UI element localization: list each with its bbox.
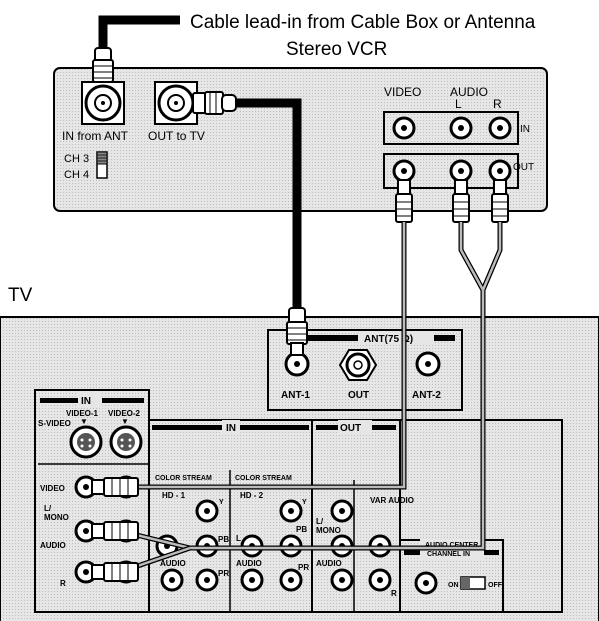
vcr-ch4-label: CH 4	[64, 169, 89, 181]
tv-off-label: OFF	[488, 582, 503, 589]
vcr-in-label: IN	[520, 124, 530, 135]
vcr-out-coax-plug	[192, 91, 237, 115]
tv-ant1-jack[interactable]	[284, 351, 310, 377]
tv-audio-r-rca-plug	[91, 562, 139, 582]
tv-ant2-label: ANT-2	[412, 390, 441, 401]
tv-hd1-y-label: Y	[219, 499, 224, 506]
tv-var-audio-r-jack[interactable]	[368, 568, 392, 592]
tv-out-video-jack[interactable]	[330, 499, 354, 523]
tv-svideo2-jack[interactable]	[109, 425, 143, 459]
tv-color-stream-label-1: COLOR STREAM	[155, 475, 212, 482]
tv-var-audio-label: VAR AUDIO	[370, 496, 414, 505]
tv-component-in-header: IN	[226, 423, 236, 434]
tv-title: TV	[8, 285, 33, 306]
tv-svideo-label: S-VIDEO	[38, 419, 71, 428]
tv-video1-label: VIDEO-1	[66, 409, 99, 418]
vcr-audio-r-label: R	[493, 97, 502, 111]
vcr-video-out-jack[interactable]	[392, 159, 416, 183]
tv-hd1-y-jack[interactable]	[195, 499, 219, 523]
tv-audio-l-rca-plug	[91, 521, 139, 541]
tv-on-label: ON	[448, 582, 459, 589]
tv-out-header: OUT	[340, 423, 361, 434]
video-cable	[138, 222, 406, 489]
tv-ant2-jack[interactable]	[415, 351, 441, 377]
vcr-channel-switch[interactable]	[96, 151, 108, 179]
tv-hd2-pr-jack[interactable]	[279, 568, 303, 592]
tv-hd2-y-label: Y	[302, 499, 307, 506]
vcr-video-rca-plug	[395, 179, 413, 223]
vcr-ch3-label: CH 3	[64, 153, 89, 165]
vcr-in-from-ant-jack[interactable]	[81, 81, 125, 125]
tv-audio-center-jack[interactable]	[414, 571, 438, 595]
tv-video-in-label: VIDEO	[40, 484, 65, 493]
vcr-audio-l-in-jack[interactable]	[449, 116, 473, 140]
svg-text:▼: ▼	[80, 417, 88, 426]
tv-hd2-pb-label: PB	[296, 525, 307, 534]
tv-hd1-audio-label: AUDIO	[160, 559, 186, 568]
tv-ant1-coax-plug	[286, 307, 308, 356]
vcr-audio-r-out-jack[interactable]	[488, 159, 512, 183]
tv-hd2-l-label: L	[236, 534, 241, 543]
tv-hd1-pr-jack[interactable]	[195, 568, 219, 592]
tv-var-r-label: R	[391, 589, 397, 598]
tv-ant-out-label: OUT	[348, 390, 369, 401]
vcr-audio-l-label: L	[455, 97, 462, 111]
vcr-out-label: OUT	[513, 162, 534, 173]
tv-audio-r-label: R	[60, 579, 66, 588]
tv-color-stream-label-2: COLOR STREAM	[235, 475, 292, 482]
tv-hd2-label: HD - 2	[240, 491, 264, 500]
tv-hd2-y-jack[interactable]	[279, 499, 303, 523]
tv-av-in-header: IN	[81, 396, 91, 407]
tv-center-channel-switch[interactable]	[460, 576, 486, 590]
tv-ant1-label: ANT-1	[281, 390, 310, 401]
vcr-audio-l-out-jack[interactable]	[449, 159, 473, 183]
vcr-audio-label: AUDIO	[450, 85, 488, 99]
cable-lead-in-caption: Cable lead-in from Cable Box or Antenna	[190, 12, 536, 33]
tv-out-audio-r-jack[interactable]	[330, 568, 354, 592]
coax-cable-vcr-to-tv	[236, 98, 302, 308]
tv-hd1-label: HD - 1	[162, 491, 186, 500]
tv-l-mono-label: L/MONO	[44, 504, 69, 522]
tv-svideo1-jack[interactable]	[69, 425, 103, 459]
vcr-audio-r-in-jack[interactable]	[488, 116, 512, 140]
vcr-video-in-jack[interactable]	[392, 116, 416, 140]
vcr-audio-r-rca-plug	[491, 179, 509, 223]
tv-hd2-audio-label: AUDIO	[236, 559, 262, 568]
audio-cable	[119, 222, 485, 550]
vcr-out-to-tv-label: OUT to TV	[148, 129, 205, 143]
tv-hd1-audio-r-jack[interactable]	[160, 568, 184, 592]
tv-hd2-pr-label: PR	[298, 563, 309, 572]
tv-out-l-mono-label: L/MONO	[316, 517, 341, 535]
tv-video-rca-plug	[91, 477, 139, 497]
tv-hd1-pb-label: PB	[218, 535, 229, 544]
vcr-title: Stereo VCR	[286, 39, 387, 60]
tv-ant-header-label: ANT(75 Ω)	[364, 334, 413, 345]
lead-in-plug	[92, 59, 114, 83]
tv-hd1-pr-label: PR	[218, 569, 229, 578]
vcr-video-label: VIDEO	[384, 85, 421, 99]
tv-ant-out-jack[interactable]	[338, 349, 378, 381]
vcr-out-to-tv-jack[interactable]	[154, 81, 198, 125]
tv-audio-in-label: AUDIO	[40, 541, 66, 550]
tv-video2-label: VIDEO-2	[108, 409, 141, 418]
tv-out-audio-label: AUDIO	[316, 559, 342, 568]
vcr-audio-l-rca-plug	[452, 179, 470, 223]
vcr-in-from-ant-label: IN from ANT	[62, 129, 129, 143]
svg-text:▼: ▼	[121, 417, 129, 426]
tv-channel-in-label: CHANNEL IN	[427, 551, 470, 558]
antenna-lead-in-cable	[98, 15, 180, 50]
tv-hd2-audio-r-jack[interactable]	[240, 568, 264, 592]
